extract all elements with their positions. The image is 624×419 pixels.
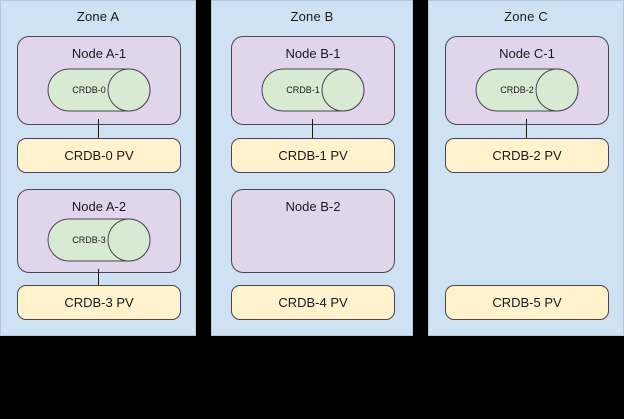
node-title-b-2: Node B-2	[285, 199, 341, 214]
node-title-a-1: Node A-1	[71, 46, 127, 61]
node-box-b-2[interactable]: Node B-2	[231, 189, 395, 273]
connector-a-1	[98, 119, 99, 139]
connector-a-2	[98, 269, 99, 287]
zone-title-b: Zone B	[290, 9, 334, 24]
node-title-c-1: Node C-1	[499, 46, 555, 61]
node-box-c-1[interactable]: Node C-1 CRDB-2	[445, 36, 609, 125]
pv-box-crdb-0[interactable]: CRDB-0 PV	[17, 138, 181, 173]
zone-container-b: Zone B Node B-1 CRDB-1 CRDB-1 PV Node B-…	[211, 0, 413, 336]
pv-box-crdb-5[interactable]: CRDB-5 PV	[445, 285, 609, 320]
pv-label-crdb-4: CRDB-4 PV	[278, 295, 348, 310]
node-box-b-1[interactable]: Node B-1 CRDB-1	[231, 36, 395, 125]
connector-c-1	[526, 119, 527, 139]
pv-box-crdb-4[interactable]: CRDB-4 PV	[231, 285, 395, 320]
zone-container-a: Zone A Node A-1 CRDB-0 CRDB-0 PV Node A-…	[0, 0, 196, 336]
pv-label-crdb-2: CRDB-2 PV	[492, 148, 562, 163]
node-title-b-1: Node B-1	[285, 46, 341, 61]
pv-box-crdb-3[interactable]: CRDB-3 PV	[17, 285, 181, 320]
node-title-a-2: Node A-2	[71, 199, 127, 214]
pv-label-crdb-5: CRDB-5 PV	[492, 295, 562, 310]
pod-cylinder-a-1[interactable]: CRDB-0	[47, 68, 151, 112]
node-box-a-1[interactable]: Node A-1 CRDB-0	[17, 36, 181, 125]
pv-label-crdb-0: CRDB-0 PV	[64, 148, 134, 163]
pod-cylinder-a-2[interactable]: CRDB-3	[47, 218, 151, 262]
pod-cylinder-b-1[interactable]: CRDB-1	[261, 68, 365, 112]
zone-container-c: Zone C Node C-1 CRDB-2 CRDB-2 PV CRDB-5 …	[428, 0, 624, 336]
pv-box-crdb-2[interactable]: CRDB-2 PV	[445, 138, 609, 173]
pv-box-crdb-1[interactable]: CRDB-1 PV	[231, 138, 395, 173]
pv-label-crdb-1: CRDB-1 PV	[278, 148, 348, 163]
connector-b-1	[312, 119, 313, 139]
zone-title-c: Zone C	[504, 9, 548, 24]
pv-label-crdb-3: CRDB-3 PV	[64, 295, 134, 310]
pod-cylinder-c-1[interactable]: CRDB-2	[475, 68, 579, 112]
node-box-a-2[interactable]: Node A-2 CRDB-3	[17, 189, 181, 273]
zone-title-a: Zone A	[76, 9, 120, 24]
